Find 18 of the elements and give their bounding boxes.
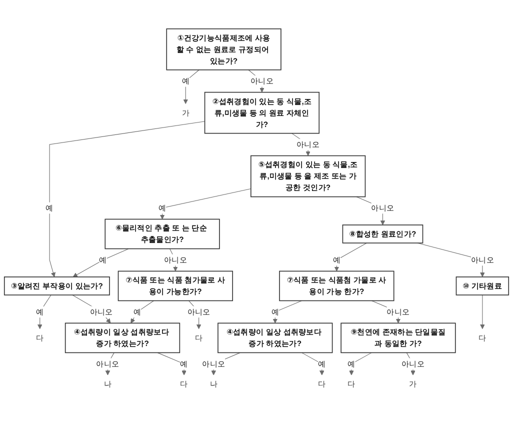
arrow: [334, 242, 367, 272]
arrow: [417, 242, 485, 278]
arrow: [371, 300, 401, 324]
arrow: [356, 196, 386, 226]
arrow: [301, 352, 324, 376]
arrow: [188, 300, 202, 330]
arrow: [37, 294, 52, 330]
arrow: [49, 121, 206, 278]
arrow: [160, 188, 252, 220]
arrow: [72, 294, 111, 324]
arrow: [72, 248, 129, 278]
arrow: [170, 248, 178, 272]
arrow: [105, 352, 114, 376]
arrow: [406, 352, 416, 376]
arrow: [211, 352, 240, 376]
arrow: [291, 133, 310, 156]
arrow: [480, 294, 485, 330]
arrow: [248, 70, 264, 92]
